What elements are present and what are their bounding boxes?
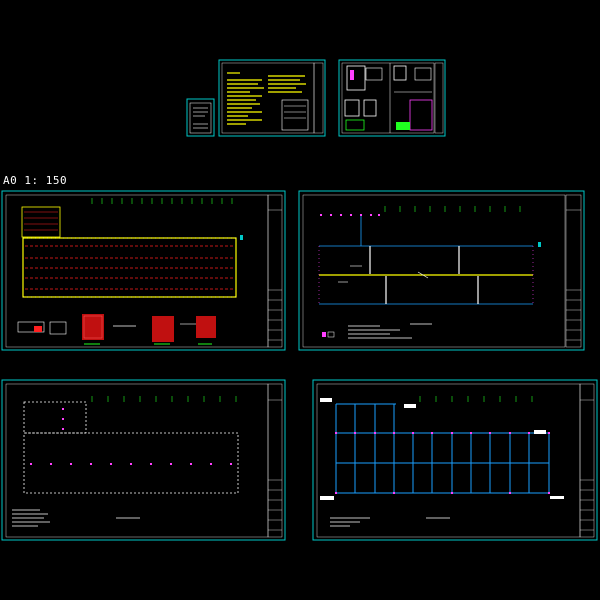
details-sheet[interactable] xyxy=(338,59,446,137)
plan-sheet-1[interactable] xyxy=(1,190,286,351)
cover-sheet[interactable] xyxy=(186,98,215,137)
plan-sheet-2[interactable] xyxy=(298,190,585,351)
plan-sheet-3[interactable] xyxy=(1,379,286,541)
plan-sheet-4[interactable] xyxy=(312,379,598,541)
notes-sheet[interactable] xyxy=(218,59,326,137)
scale-label: A0 1: 150 xyxy=(3,174,68,187)
